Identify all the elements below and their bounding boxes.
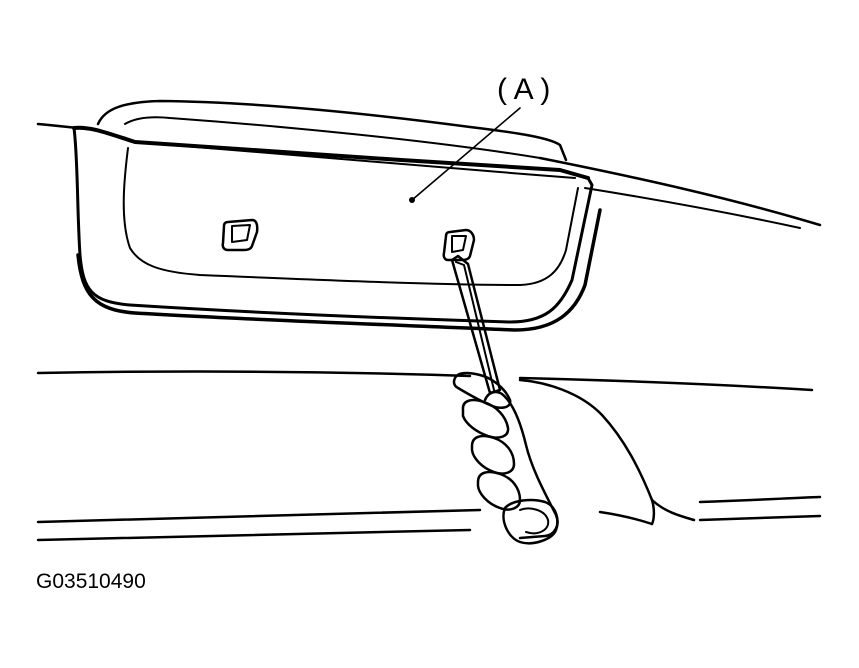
- roof-lines: [36, 122, 822, 229]
- screwdriver: [450, 254, 502, 395]
- figure-id: G03510490: [36, 570, 146, 593]
- trim-panel: [72, 99, 602, 332]
- hand: [452, 371, 696, 545]
- left-clip: [221, 218, 259, 252]
- callout-label-a: ( A ): [497, 73, 550, 106]
- door-lines: [36, 370, 822, 542]
